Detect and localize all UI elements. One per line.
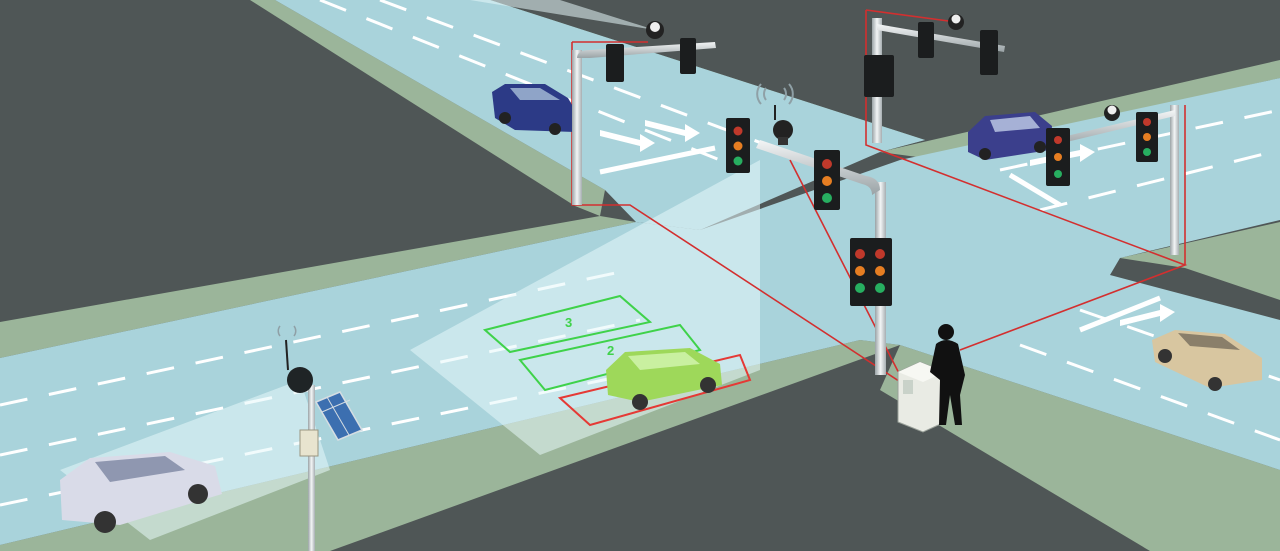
car-icon-beige-coupe	[1152, 330, 1262, 391]
wireless-signal-icon	[277, 325, 297, 337]
traffic-light-icon	[680, 38, 696, 74]
radar-sensor-icon	[287, 367, 313, 393]
traffic-light-icon	[850, 238, 892, 306]
zone-3-label: 3	[565, 315, 572, 330]
traffic-light-icon	[726, 118, 750, 173]
stop-lines	[599, 145, 1161, 333]
detection-zone-3	[482, 294, 653, 354]
traffic-light-icon	[864, 55, 894, 97]
radar-sensor-icon	[1104, 105, 1120, 121]
traffic-light-icon	[980, 30, 998, 75]
car-icon-purple-hatchback	[968, 112, 1052, 160]
radar-sensor-icon	[773, 105, 793, 145]
signal-pole-east	[1046, 105, 1179, 255]
traffic-light-icon	[1136, 112, 1158, 162]
coverage-cone-top	[470, 0, 655, 30]
signal-pole-northeast	[864, 14, 1005, 143]
traffic-light-icon	[606, 44, 624, 82]
traffic-light-icon	[814, 150, 840, 210]
solar-panel-icon	[314, 391, 364, 441]
traffic-light-icon	[918, 22, 934, 58]
traffic-light-icon	[1046, 128, 1070, 186]
radar-sensor-icon	[948, 14, 964, 30]
car-icon-white-minivan	[60, 452, 222, 533]
detection-zone-2	[518, 323, 702, 392]
wireless-signal-icon	[756, 83, 794, 105]
battery-box	[299, 429, 319, 457]
car-icon-green-hatchback	[606, 348, 722, 410]
operator-person-icon	[930, 324, 965, 425]
zone-2-label: 2	[607, 343, 614, 358]
radar-sensor-icon	[646, 21, 664, 39]
signal-pole-center	[726, 83, 892, 375]
car-icon-blue-sedan	[492, 84, 575, 135]
solar-sensor-pole	[277, 325, 364, 551]
signal-pole-northwest	[572, 21, 716, 205]
